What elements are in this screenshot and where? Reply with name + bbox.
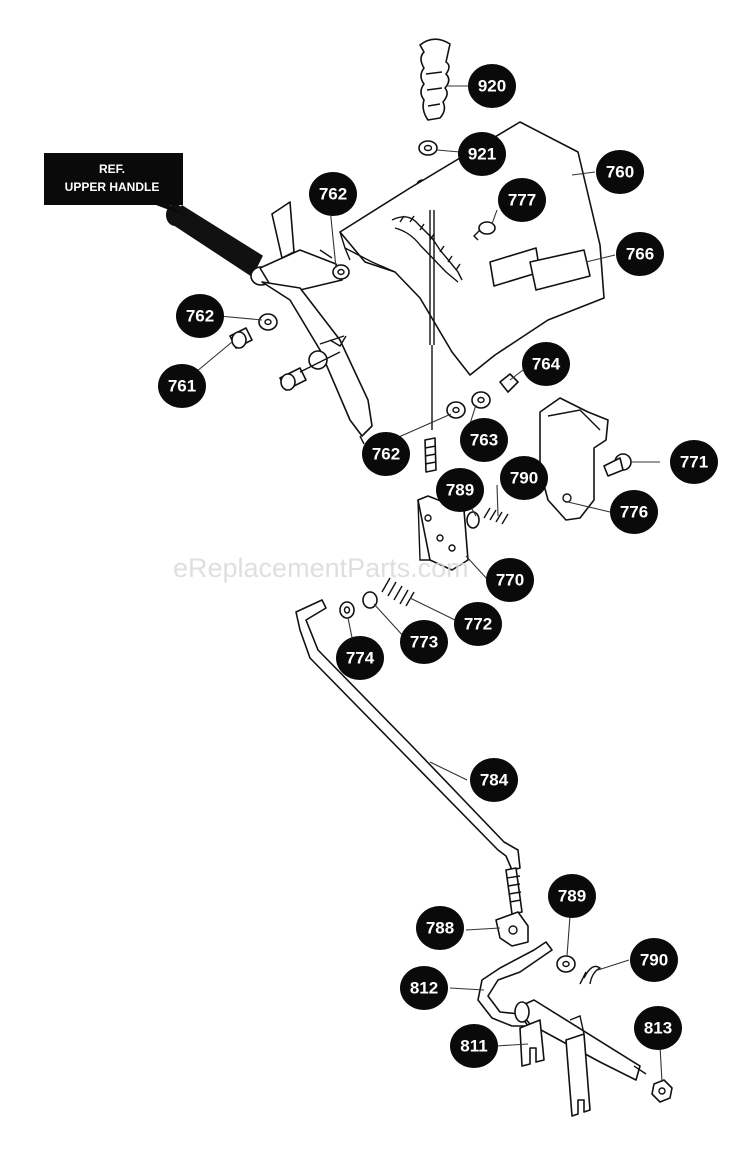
part-number: 921	[468, 145, 496, 164]
part-number: 789	[446, 481, 474, 500]
badge-920: 920	[468, 64, 516, 108]
nut-813-part	[651, 1079, 673, 1103]
shift-plate-770-part	[417, 495, 469, 571]
part-number: 784	[480, 771, 509, 790]
badge-788: 788	[416, 906, 464, 950]
washers-763-764-part	[446, 373, 519, 419]
badge-770: 770	[486, 558, 534, 602]
badge-773: 773	[400, 620, 448, 664]
badge-764: 764	[522, 342, 570, 386]
part-number: 788	[426, 919, 454, 938]
reference-label-line-2: UPPER HANDLE	[65, 180, 160, 194]
shift-arm-assembly-part	[477, 941, 647, 1117]
lower-handle-part	[166, 201, 373, 445]
badge-811: 811	[450, 1024, 498, 1068]
part-number: 776	[620, 503, 648, 522]
badge-771: 771	[670, 440, 718, 484]
part-number: 764	[532, 355, 561, 374]
part-number: 790	[640, 951, 668, 970]
part-number: 920	[478, 77, 506, 96]
part-number: 762	[372, 445, 400, 464]
knob-777-part	[473, 221, 496, 241]
part-number: 772	[464, 615, 492, 634]
badge-761: 761	[158, 364, 206, 408]
part-number: 762	[319, 185, 347, 204]
badge-774: 774	[336, 636, 384, 680]
part-number: 790	[510, 469, 538, 488]
badge-790-top: 790	[500, 456, 548, 500]
badge-813: 813	[634, 1006, 682, 1050]
part-number: 771	[680, 453, 708, 472]
nut-921-part	[418, 140, 438, 156]
badge-784: 784	[470, 758, 518, 802]
leader-lines	[195, 85, 663, 1083]
part-number: 812	[410, 979, 438, 998]
watermark-text: eReplacementParts.com	[173, 553, 469, 583]
shift-linkage-rod-784-part	[295, 599, 523, 915]
bolt-771-part	[603, 453, 632, 477]
grip-handle-part	[419, 38, 451, 121]
part-number: 789	[558, 887, 586, 906]
part-number: 777	[508, 191, 536, 210]
bracket-776-part	[539, 397, 609, 521]
badge-790-bottom: 790	[630, 938, 678, 982]
part-number: 761	[168, 377, 196, 396]
part-number: 762	[186, 307, 214, 326]
clip-790-bottom-part	[579, 965, 602, 985]
badge-762-left: 762	[176, 294, 224, 338]
badge-772: 772	[454, 602, 502, 646]
part-number: 766	[626, 245, 654, 264]
part-number: 760	[606, 163, 634, 182]
part-number: 813	[644, 1019, 672, 1038]
spring-772-part	[339, 577, 415, 619]
swivel-788-part	[495, 911, 529, 947]
shift-rod-part	[424, 210, 437, 473]
badge-760: 760	[596, 150, 644, 194]
badge-789-top: 789	[436, 468, 484, 512]
washer-789-bottom-part	[556, 955, 576, 973]
decal-766-part	[489, 247, 591, 291]
badge-812: 812	[400, 966, 448, 1010]
badge-762-top: 762	[309, 172, 357, 216]
badge-777: 777	[498, 178, 546, 222]
part-number: 763	[470, 431, 498, 450]
badge-766: 766	[616, 232, 664, 276]
badge-763: 763	[460, 418, 508, 462]
part-number: 773	[410, 633, 438, 652]
badge-762-middle: 762	[362, 432, 410, 476]
reference-label-upper-handle: REF. UPPER HANDLE	[44, 153, 188, 217]
handle-bolts-part	[229, 264, 350, 391]
part-number: 774	[346, 649, 375, 668]
badge-921: 921	[458, 132, 506, 176]
part-number: 770	[496, 571, 524, 590]
part-badges: 920 921 760 762 777 766 762 761	[158, 64, 718, 1068]
badge-789-bottom: 789	[548, 874, 596, 918]
badge-776: 776	[610, 490, 658, 534]
part-number: 811	[460, 1037, 487, 1056]
reference-label-line-1: REF.	[99, 162, 125, 176]
